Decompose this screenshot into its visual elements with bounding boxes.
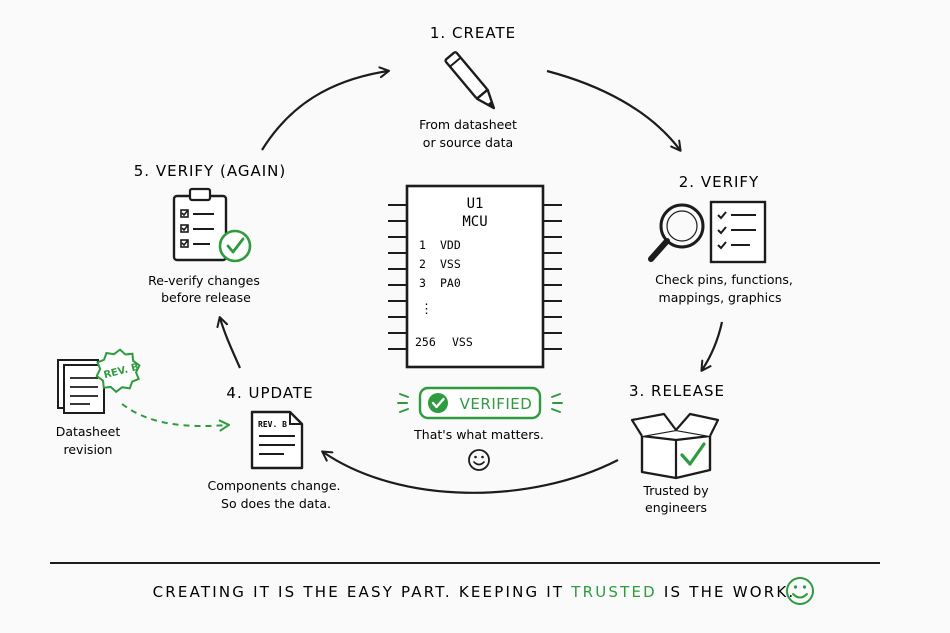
step-create-caption-line1: From datasheet [419,117,517,132]
document-icon: REV. B [250,410,304,470]
step-release-title: 3. RELEASE [629,382,725,400]
arrow-create-to-verify [546,69,682,152]
chip-pin-1-name: VDD [440,238,461,252]
datasheet-caption-line2: revision [64,442,113,457]
verified-badge-frame [418,386,542,420]
datasheet-revision: REV. B Datasheet revision [56,348,141,457]
verified-badge: VERIFIED That's what matters. [397,386,563,471]
small-smiley-icon [468,449,490,471]
footer-tagline: CREATING IT IS THE EASY PART. KEEPING IT… [153,583,796,601]
check-circle-icon [428,393,448,413]
chip-right-pins [543,204,562,350]
badge-sparkles [397,393,563,413]
datasheet-stack-icon [57,359,105,414]
step-create-title: 1. CREATE [430,24,516,42]
pencil-icon [444,51,496,110]
step-update-title: 4. UPDATE [226,384,313,402]
update-document-label: REV. B [258,420,287,429]
arrow-verify-to-release [700,321,724,372]
verified-note: That's what matters. [413,427,544,442]
verified-badge-label: VERIFIED [460,395,533,413]
step-verify: 2. VERIFY Check pins, functions, mapping… [648,173,793,305]
step-create-caption-line2: or source data [423,135,513,150]
footer-text-highlight: TRUSTED [570,583,657,601]
step-reverify-title: 5. VERIFY (AGAIN) [134,162,286,180]
step-reverify-caption-line2: before release [161,290,251,305]
arrow-datasheet-to-update [121,403,230,432]
step-verify-title: 2. VERIFY [679,173,759,191]
step-update-caption-line2: So does the data. [221,496,331,511]
step-verify-caption-line1: Check pins, functions, [655,272,793,287]
step-release-caption-line2: engineers [645,500,707,515]
chip-left-pins [388,204,407,350]
arrow-reverify-to-create [261,66,390,151]
arrow-release-to-update [321,450,619,494]
arrow-update-to-reverify [216,316,242,369]
chip-pin-2-name: VSS [440,257,461,271]
box-check-icon [630,412,720,480]
chip-pin-3-number: 3 [419,276,426,290]
step-update: 4. UPDATE REV. B Components change. So d… [207,384,340,511]
step-verify-caption-line2: mappings, graphics [659,290,782,305]
chip-type: MCU [462,214,487,230]
chip-pin-3-name: PA0 [440,276,461,290]
chip-last-pin-name: VSS [452,335,473,349]
step-release: 3. RELEASE Trusted by engineers [629,382,725,515]
step-update-caption-line1: Components change. [207,478,340,493]
smiley-icon [786,577,814,605]
footer-text-part2: IS THE WORK. [664,583,795,601]
datasheet-caption-line1: Datasheet [56,424,121,439]
footer-text-part1: CREATING IT IS THE EASY PART. KEEPING IT [153,583,565,601]
chip-pin-2-number: 2 [419,257,426,271]
chip-body [405,184,545,369]
step-reverify: 5. VERIFY (AGAIN) Re-verify changes befo… [134,162,286,305]
step-create: 1. CREATE From datasheet or source data [419,24,517,150]
chip-pin-ellipsis: ⋮ [420,302,433,317]
mcu-chip: U1 MCU 1 VDD 2 VSS 3 PA0 ⋮ 256 VSS [388,184,562,369]
step-reverify-caption-line1: Re-verify changes [148,273,260,288]
clipboard-check-icon [172,187,252,263]
chip-last-pin-number: 256 [415,335,436,349]
chip-pin-1-number: 1 [419,238,426,252]
rev-b-stamp: REV. B [95,348,141,394]
chip-name: U1 [467,196,484,212]
magnifier-checklist-icon [648,200,767,264]
step-release-caption-line1: Trusted by [642,483,709,498]
